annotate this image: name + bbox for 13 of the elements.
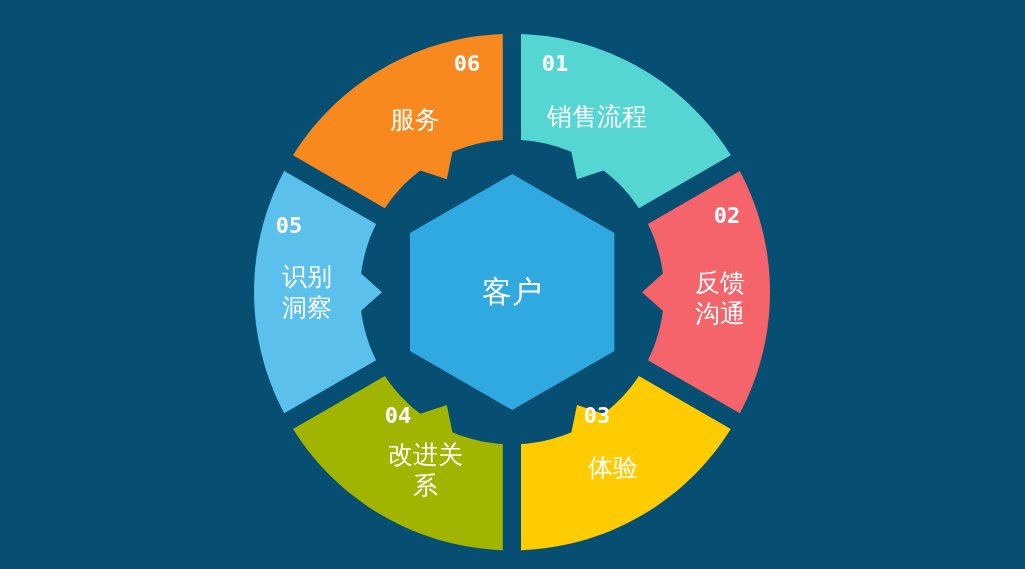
- step-number: 06: [453, 50, 481, 78]
- segment-label: 改进关系: [387, 438, 465, 502]
- step-number: 01: [541, 50, 569, 78]
- step-number: 03: [583, 402, 611, 430]
- segment-label: 识别洞察: [281, 260, 333, 324]
- segment-label: 体验: [588, 452, 638, 484]
- step-number: 02: [713, 202, 741, 230]
- segment-label: 销售流程: [547, 101, 647, 133]
- step-number: 04: [384, 402, 412, 430]
- step-number: 05: [275, 212, 303, 240]
- segment-label: 服务: [390, 104, 440, 136]
- segment-label: 反馈沟通: [694, 266, 746, 330]
- center-label: 客户: [482, 273, 542, 311]
